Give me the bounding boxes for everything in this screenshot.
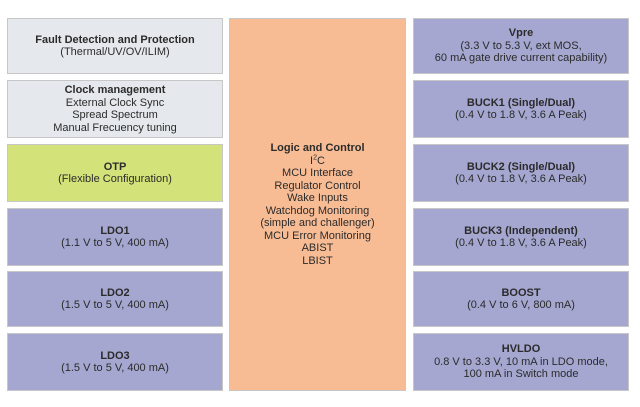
block-line: (simple and challenger) [260, 217, 375, 229]
block-line: (3.3 V to 5.3 V, ext MOS, [460, 39, 582, 52]
block-line: (0.4 V to 1.8 V, 3.6 A Peak) [455, 237, 587, 249]
block-line: Regulator Control [274, 179, 361, 192]
block-title: Clock management [64, 84, 166, 96]
block-title: OTP [103, 160, 127, 173]
block-title: BUCK1 (Single/Dual) [466, 96, 576, 109]
block-title: LDO1 [100, 224, 130, 237]
block-title: BOOST [501, 286, 541, 299]
vpre-block: Vpre (3.3 V to 5.3 V, ext MOS, 60 mA gat… [413, 18, 629, 74]
block-line: (1.5 V to 5 V, 400 mA) [61, 299, 169, 311]
block-line: Manual Frecuency tuning [53, 121, 177, 134]
block-line: (1.5 V to 5 V, 400 mA) [61, 362, 169, 374]
block-line: (0.4 V to 1.8 V, 3.6 A Peak) [455, 109, 587, 121]
buck2-block: BUCK2 (Single/Dual) (0.4 V to 1.8 V, 3.6… [413, 144, 629, 202]
block-title: LDO2 [100, 286, 130, 299]
block-line: 60 mA gate drive current capability) [434, 52, 608, 65]
ldo1-block: LDO1 (1.1 V to 5 V, 400 mA) [7, 208, 223, 266]
i2c-tail: C [317, 154, 325, 167]
block-line: LBIST [302, 254, 333, 267]
buck1-block: BUCK1 (Single/Dual) (0.4 V to 1.8 V, 3.6… [413, 80, 629, 138]
block-line: (Thermal/UV/OV/ILIM) [60, 46, 170, 58]
fault-detection-block: Fault Detection and Protection (Thermal/… [7, 18, 223, 74]
i2c-superscript: 2 [313, 153, 317, 161]
boost-block: BOOST (0.4 V to 6 V, 800 mA) [413, 271, 629, 327]
block-title: Fault Detection and Protection [35, 33, 195, 46]
ldo3-block: LDO3 (1.5 V to 5 V, 400 mA) [7, 333, 223, 391]
block-line: (0.4 V to 6 V, 800 mA) [467, 299, 575, 311]
block-line: 0.8 V to 3.3 V, 10 mA in LDO mode, [434, 355, 608, 368]
block-line: (Flexible Configuration) [58, 173, 172, 185]
i2c-base: I [310, 154, 314, 167]
block-line: (0.4 V to 1.8 V, 3.6 A Peak) [455, 173, 587, 185]
block-title: BUCK2 (Single/Dual) [466, 160, 576, 173]
block-line: External Clock Sync [65, 96, 165, 109]
hvldo-block: HVLDO 0.8 V to 3.3 V, 10 mA in LDO mode,… [413, 333, 629, 391]
block-line: MCU Error Monitoring [264, 229, 371, 242]
otp-block: OTP (Flexible Configuration) [7, 144, 223, 202]
block-title: LDO3 [100, 349, 130, 362]
block-line: Wake Inputs [287, 192, 348, 204]
block-title: Vpre [508, 27, 534, 40]
clock-management-block: Clock management External Clock Sync Spr… [7, 80, 223, 138]
block-title: Logic and Control [270, 142, 365, 154]
logic-and-control-block: Logic and Control I2C MCU Interface Regu… [229, 18, 406, 391]
block-title: BUCK3 (Independent) [464, 224, 578, 237]
buck3-block: BUCK3 (Independent) (0.4 V to 1.8 V, 3.6… [413, 208, 629, 266]
block-line: Spread Spectrum [72, 109, 158, 121]
block-line: Watchdog Monitoring [265, 204, 370, 217]
block-line: MCU Interface [282, 167, 353, 179]
ldo2-block: LDO2 (1.5 V to 5 V, 400 mA) [7, 271, 223, 327]
block-line: ABIST [301, 242, 334, 254]
block-line: 100 mA in Switch mode [463, 368, 579, 381]
block-line: (1.1 V to 5 V, 400 mA) [61, 237, 169, 249]
block-title: HVLDO [501, 343, 541, 356]
i2c-label: I2C [310, 153, 325, 168]
